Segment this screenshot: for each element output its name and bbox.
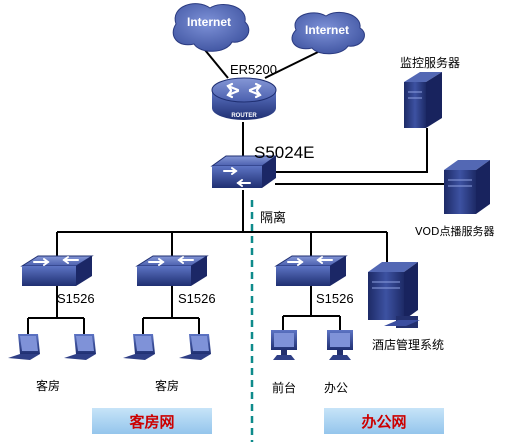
- router: ROUTER: [211, 77, 277, 120]
- switch-c-arrows-icon: [287, 256, 333, 266]
- desktop-office: [327, 330, 353, 360]
- vod-server: [444, 160, 490, 214]
- router-badge: ROUTER: [231, 113, 257, 119]
- core-switch-arrows-icon: [223, 167, 251, 187]
- internet-left-label: Internet: [187, 15, 231, 29]
- access-switch-a: [20, 255, 94, 286]
- switch-b-label: S1526: [178, 291, 216, 306]
- access-switch-b: [135, 255, 209, 286]
- router-arrows-icon: [226, 82, 262, 99]
- internet-right-label: Internet: [305, 23, 349, 37]
- switch-a-arrows-icon: [33, 256, 79, 266]
- office-network-band: 办公网: [324, 408, 444, 434]
- core-switch: [210, 155, 278, 188]
- guest-network-band: 客房网: [92, 408, 212, 434]
- isolation-label: 隔离: [260, 210, 286, 226]
- router-name-label: ER5200: [230, 62, 277, 77]
- guest-network-label: 客房网: [128, 413, 174, 431]
- laptop-2: [64, 334, 96, 360]
- laptop-4: [179, 334, 211, 360]
- vod-server-label: VOD点播服务器: [415, 224, 494, 238]
- office-network-label: 办公网: [361, 413, 406, 431]
- desktop-front-desk: [271, 330, 297, 360]
- internet-cloud-left: Internet: [172, 3, 250, 52]
- switch-b-arrows-icon: [148, 256, 194, 266]
- guest-room-a-label: 客房: [36, 378, 60, 393]
- switch-c-label: S1526: [316, 291, 354, 306]
- monitor-server: [404, 72, 442, 128]
- laptop-3: [123, 334, 155, 360]
- internet-cloud-right: Internet: [291, 12, 365, 55]
- monitor-server-label: 监控服务器: [400, 55, 460, 70]
- core-switch-label: S5024E: [254, 143, 315, 162]
- hotel-system-server: [368, 262, 420, 328]
- guest-room-b-label: 客房: [155, 378, 179, 393]
- switch-a-label: S1526: [57, 291, 95, 306]
- laptop-1: [8, 334, 40, 360]
- access-switch-c: [274, 255, 348, 286]
- connection-lines: [27, 49, 447, 334]
- hotel-system-label: 酒店管理系统: [372, 337, 444, 352]
- office-label: 办公: [324, 380, 348, 395]
- front-desk-label: 前台: [272, 380, 296, 395]
